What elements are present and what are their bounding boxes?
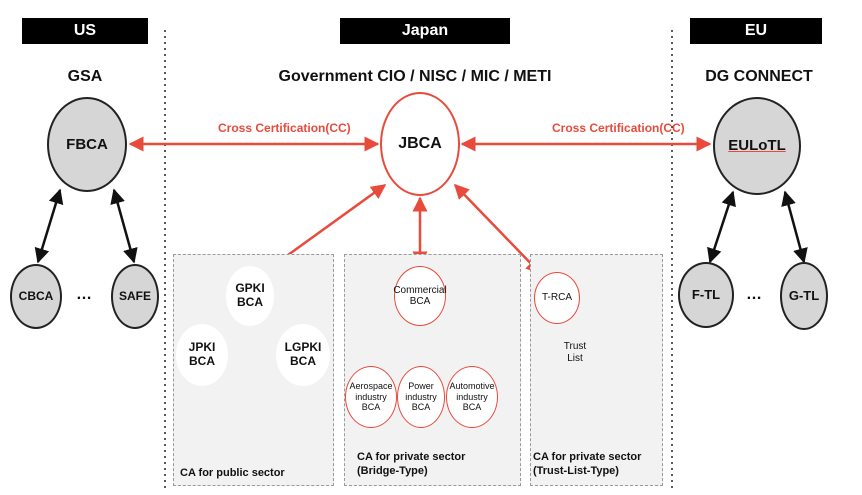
org-gsa: GSA: [67, 68, 103, 85]
node-commercial-bca: Commercial BCA: [393, 266, 447, 326]
org-japan: Government CIO / NISC / MIC / METI: [278, 68, 552, 85]
node-lgpki-bca: LGPKI BCA: [276, 324, 330, 386]
node-t-rca: T-RCA: [534, 272, 580, 324]
node-f-tl: F-TL: [678, 262, 734, 328]
node-g-tl: G-TL: [780, 262, 828, 330]
header-eu: EU: [690, 18, 822, 44]
ellipsis-eu: …: [746, 286, 764, 303]
node-euiotl: EULoTL: [713, 97, 801, 195]
node-jpki-bca: JPKI BCA: [176, 324, 228, 386]
header-us: US: [22, 18, 148, 44]
arrow-euiotl-ftl: [707, 190, 736, 264]
node-cbca: CBCA: [10, 264, 62, 329]
node-automotive-bca: Automotive industry BCA: [446, 366, 498, 428]
arrow-euiotl-gtl: [781, 190, 808, 264]
header-japan: Japan: [340, 18, 510, 44]
node-safe: SAFE: [111, 264, 159, 329]
cross-cert-label-right: Cross Certification(CC): [552, 121, 685, 135]
cross-cert-label-left: Cross Certification(CC): [218, 121, 351, 135]
node-fbca: FBCA: [47, 97, 127, 192]
ellipsis-us: …: [76, 286, 94, 303]
arrow-fbca-cbca: [34, 188, 64, 264]
node-jbca: JBCA: [380, 92, 460, 196]
label-bridge-type: CA for private sector (Bridge-Type): [357, 451, 466, 477]
node-gpki-bca: GPKI BCA: [226, 266, 274, 326]
node-power-bca: Power industry BCA: [397, 366, 445, 428]
node-aerospace-bca: Aerospace industry BCA: [345, 366, 397, 428]
trust-list-label: Trust List: [563, 341, 587, 364]
org-dg-connect: DG CONNECT: [705, 68, 813, 85]
label-public-sector: CA for public sector: [180, 467, 285, 479]
arrow-fbca-safe: [110, 188, 138, 264]
label-trust-list-type: CA for private sector (Trust-List-Type): [533, 451, 642, 477]
arrow-jbca-trca: [453, 183, 542, 275]
